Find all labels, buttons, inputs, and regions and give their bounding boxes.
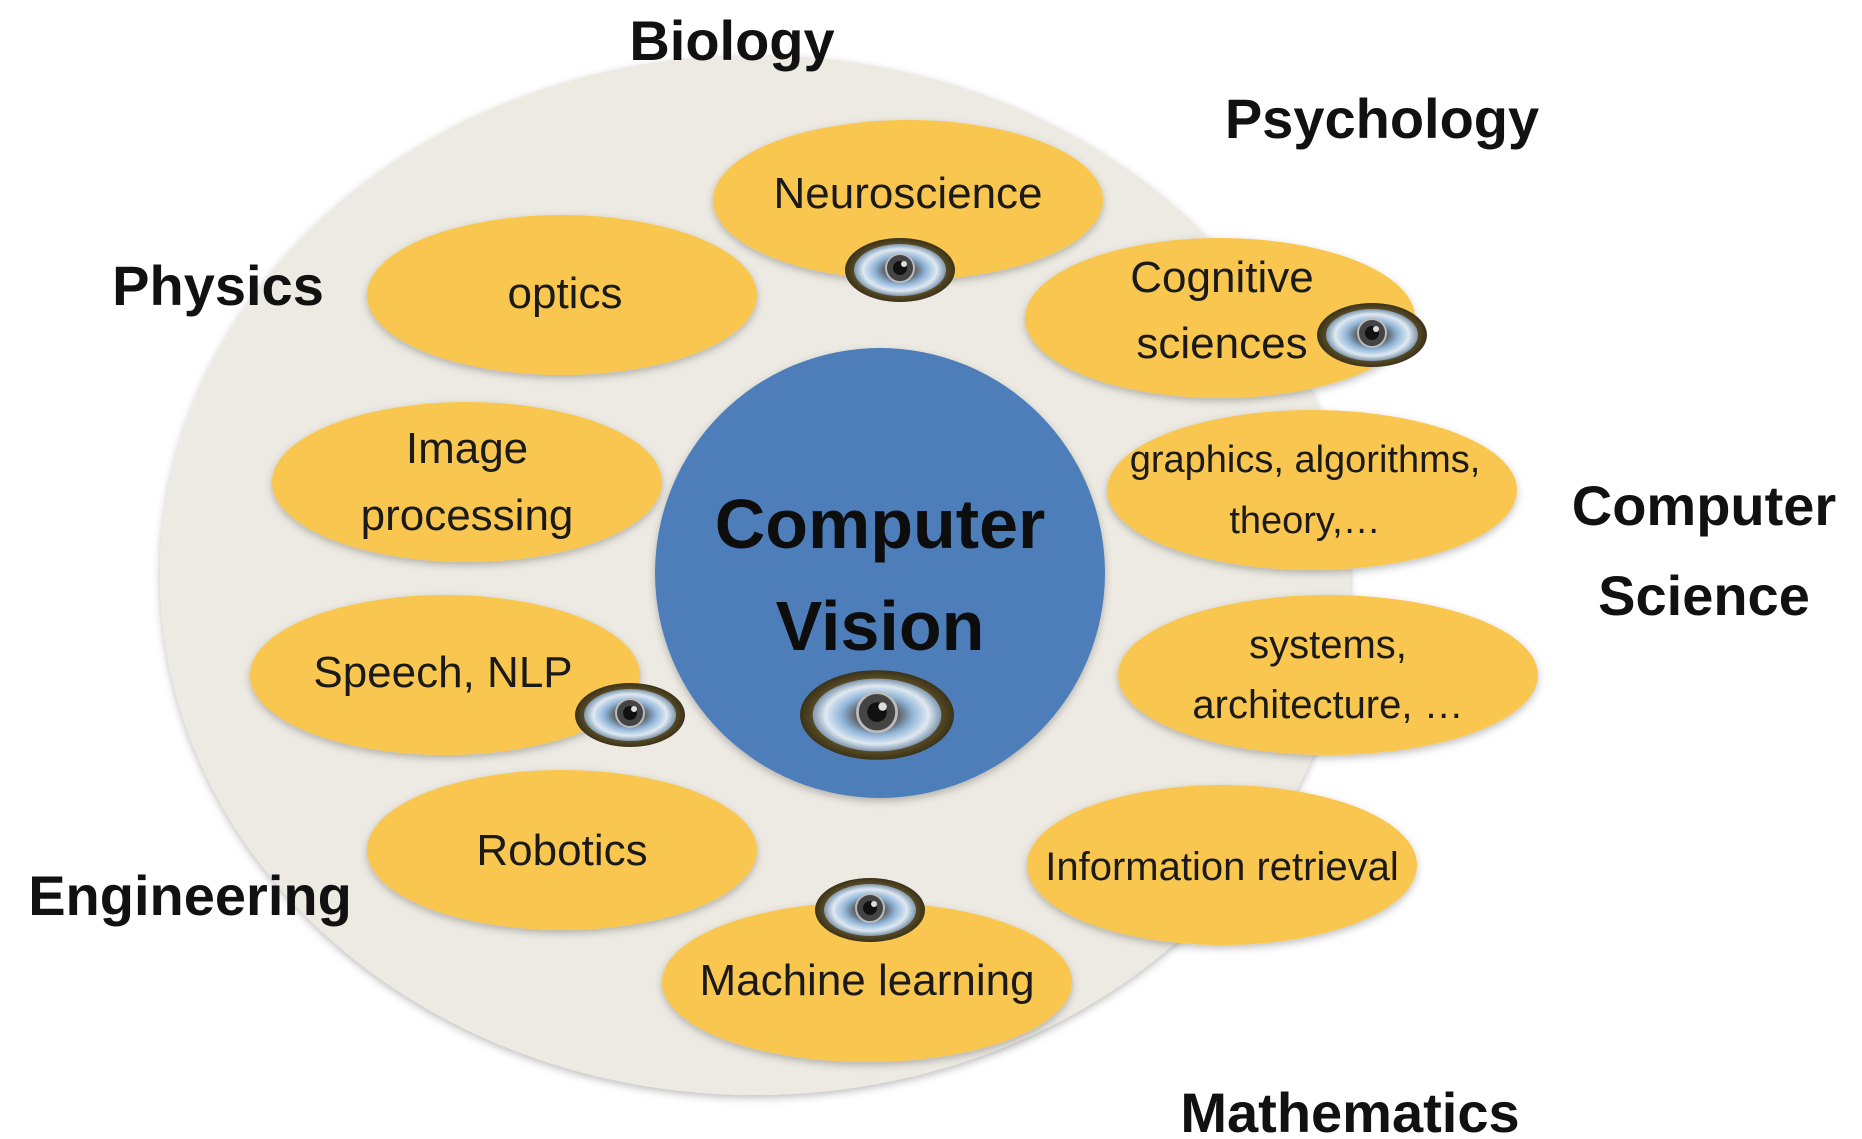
center-title-line1: Computer xyxy=(715,485,1046,563)
field-biology: Biology xyxy=(629,9,834,72)
topic-neuroscience: Neuroscience xyxy=(773,169,1042,218)
field-physics: Physics xyxy=(112,254,324,317)
topic-graphics-line2: theory,… xyxy=(1229,500,1380,542)
topic-image-line1: Image xyxy=(406,424,528,473)
topic-cognitive-line1: Cognitive xyxy=(1130,253,1313,302)
center-circle xyxy=(655,348,1105,798)
topic-ellipse-image-processing xyxy=(272,402,662,562)
topic-ellipse-machine-learning xyxy=(662,902,1072,1062)
field-computer-science-line2: Science xyxy=(1598,564,1810,627)
topic-ellipse-optics xyxy=(367,215,757,375)
topic-robotics: Robotics xyxy=(476,826,647,875)
eye-logo-icon xyxy=(814,877,926,943)
topic-ellipse-cognitive xyxy=(1025,238,1415,398)
topic-optics: optics xyxy=(508,269,623,318)
topic-info-retrieval: Information retrieval xyxy=(1045,845,1398,889)
topic-ellipse-systems xyxy=(1118,595,1538,755)
eye-logo-icon xyxy=(844,237,956,303)
topic-systems-line1: systems, xyxy=(1249,623,1407,667)
topic-ellipse-robotics xyxy=(367,770,757,930)
topic-systems-line2: architecture, … xyxy=(1192,683,1463,727)
topic-graphics-line1: graphics, algorithms, xyxy=(1130,439,1481,481)
center-title-line2: Vision xyxy=(776,587,985,665)
field-psychology: Psychology xyxy=(1225,87,1539,150)
topic-ellipse-neuroscience xyxy=(713,120,1103,280)
eye-logo-icon xyxy=(574,682,686,748)
field-mathematics: Mathematics xyxy=(1180,1081,1519,1139)
topic-speech: Speech, NLP xyxy=(313,648,572,697)
eye-logo-icon xyxy=(1316,302,1428,368)
topic-machine-learning: Machine learning xyxy=(699,956,1034,1005)
topic-image-line2: processing xyxy=(361,491,574,540)
field-engineering: Engineering xyxy=(28,864,352,927)
field-computer-science-line1: Computer xyxy=(1572,474,1836,537)
topic-ellipse-speech xyxy=(250,595,640,755)
topic-cognitive-line2: sciences xyxy=(1136,319,1307,368)
eye-logo-icon xyxy=(798,668,956,762)
topic-ellipse-info-retrieval xyxy=(1027,785,1417,945)
topic-ellipse-graphics xyxy=(1107,410,1517,570)
